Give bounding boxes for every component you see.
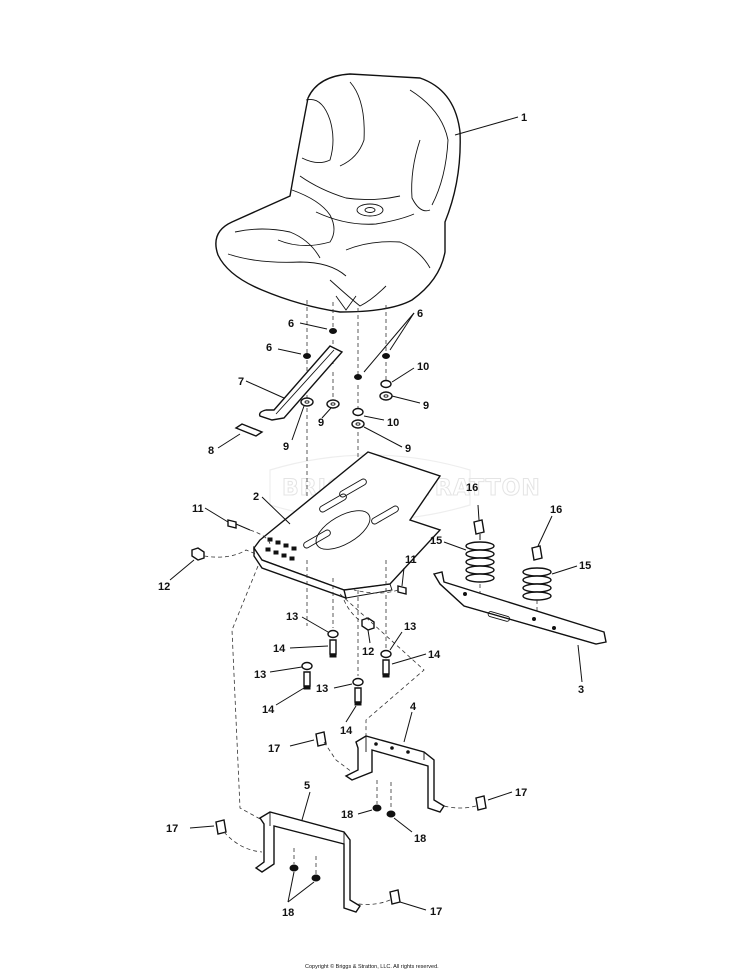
spring-bracket: 3 [432, 571, 607, 696]
callout-9d: 9 [283, 441, 289, 453]
callout-15a: 15 [430, 535, 442, 547]
callout-9a: 9 [423, 400, 429, 412]
callout-9b: 9 [318, 417, 324, 429]
callout-14a: 14 [273, 643, 286, 655]
callout-10a: 10 [417, 361, 429, 373]
callout-14d: 14 [340, 725, 353, 737]
callout-7: 7 [238, 376, 244, 388]
callout-10b: 10 [387, 417, 399, 429]
callout-13b: 13 [254, 669, 266, 681]
mounting-bracket-5: 5 [254, 780, 361, 913]
callout-6a: 6 [288, 318, 294, 330]
callout-14b: 14 [262, 704, 275, 716]
callout-12a: 12 [158, 581, 170, 593]
callout-8: 8 [208, 445, 214, 457]
callout-18b: 18 [414, 833, 426, 845]
callout-14c: 14 [428, 649, 441, 661]
callout-6b: 6 [266, 342, 272, 354]
callout-18a: 18 [341, 809, 353, 821]
callout-15b: 15 [579, 560, 591, 572]
callout-3: 3 [578, 684, 584, 696]
callout-13a: 13 [286, 611, 298, 623]
washers-9-10: 10 9 9 10 9 9 [283, 361, 429, 455]
callout-6c: 6 [417, 308, 423, 320]
seat: 1 [215, 73, 527, 313]
seat-slide-bracket: 7 8 [208, 345, 344, 457]
callout-17b: 17 [515, 787, 527, 799]
callout-4: 4 [410, 701, 417, 713]
callout-17a: 17 [268, 743, 280, 755]
callout-13d: 13 [316, 683, 328, 695]
mounting-bracket-4: 4 [344, 701, 445, 813]
springs-15-bolts-16: 16 15 16 15 [430, 482, 591, 614]
callout-11a: 11 [192, 503, 204, 515]
callout-16b: 16 [550, 504, 562, 516]
callout-16a: 16 [466, 482, 478, 494]
bolts-17-nuts-18: 17 17 17 17 18 18 18 [166, 731, 527, 919]
routing-lines [231, 560, 425, 821]
callout-2: 2 [253, 491, 259, 503]
nuts-6: 6 6 6 [266, 308, 423, 380]
callout-13c: 13 [404, 621, 416, 633]
callout-11b: 11 [405, 554, 417, 566]
bolts-11-nuts-12: 11 12 11 12 [158, 503, 417, 658]
callout-18c: 18 [282, 907, 294, 919]
callout-12b: 12 [362, 646, 374, 658]
copyright-text: Copyright © Briggs & Stratton, LLC. All … [305, 963, 439, 970]
callout-17c: 17 [166, 823, 178, 835]
callout-1: 1 [521, 112, 527, 124]
callout-17d: 17 [430, 906, 442, 918]
callout-9c: 9 [405, 443, 411, 455]
callout-5: 5 [304, 780, 310, 792]
washers-13-bolts-14: 13 14 13 14 13 14 13 14 [254, 611, 441, 737]
seat-plate: 2 [253, 451, 442, 600]
